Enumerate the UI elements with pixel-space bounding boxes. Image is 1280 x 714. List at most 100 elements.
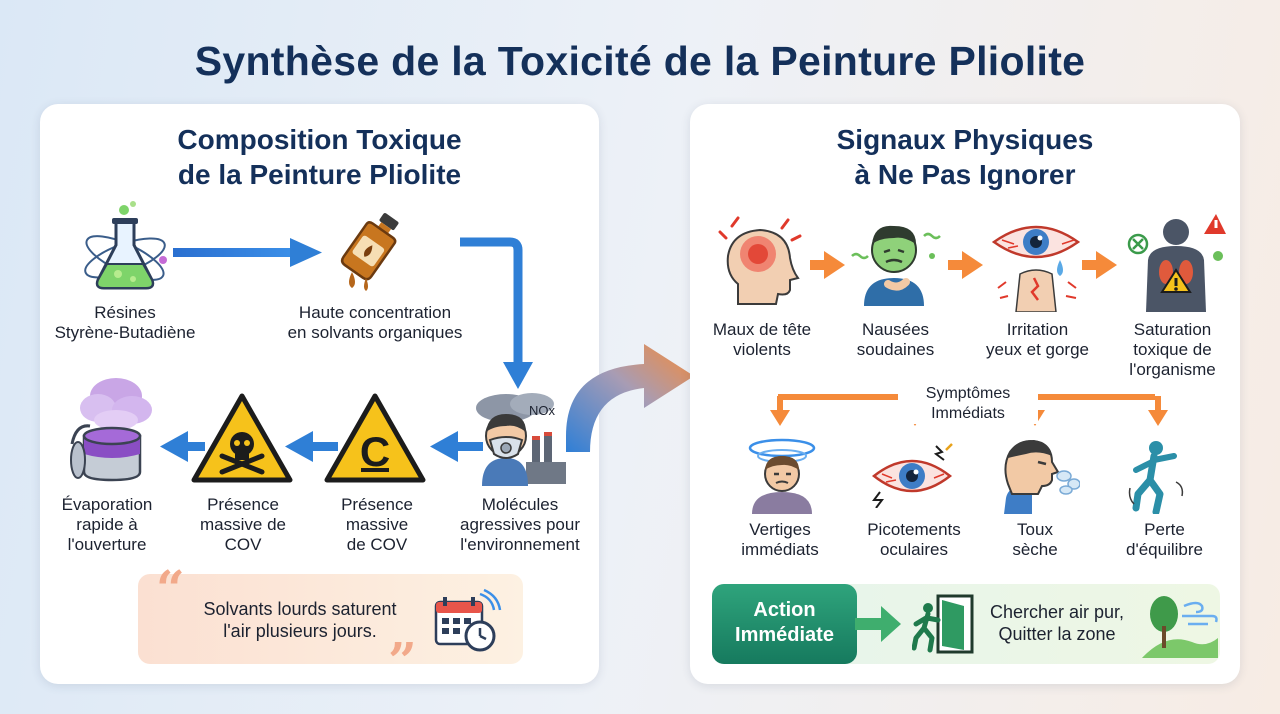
symptom-stinging-eye-line2: oculaires [879, 540, 949, 559]
symptoms-center-label: Symptômes Immédiats [898, 384, 1038, 424]
stinging-eye-icon [871, 443, 953, 508]
signals-title-line2: à Ne Pas Ignorer [854, 159, 1076, 190]
signal-headache-label: Maux de tête violents [702, 320, 822, 360]
step-cov-b-line3: COV [224, 535, 262, 554]
nox-badge: NOx [529, 403, 555, 418]
quote-line2: l'air plusieurs jours. [223, 621, 377, 641]
svg-text:C: C [360, 428, 390, 475]
center-label-line1: Symptômes [925, 385, 1011, 402]
step-cov-a-line2: massive [345, 515, 409, 534]
symptom-cough-label: Toux sèche [990, 520, 1080, 560]
step-molecules-line3: l'environnement [460, 535, 580, 554]
signal-headache-line1: Maux de tête [712, 320, 812, 339]
symptom-cough-line1: Toux [1017, 520, 1053, 539]
action-arrow-icon [855, 606, 901, 642]
action-text-line1: Chercher air pur, [989, 602, 1125, 622]
signal-irritation-line2: yeux et gorge [985, 340, 1089, 359]
step-molecules-label: Molécules agressives pour l'environnemen… [440, 495, 600, 555]
cough-icon [1004, 440, 1080, 514]
center-label-line2: Immédiats [931, 405, 1005, 422]
step-evaporation-line1: Évaporation [61, 495, 153, 514]
action-button-line1: Action [753, 599, 816, 621]
main-title: Synthèse de la Toxicité de la Peinture P… [194, 38, 1086, 84]
arrow-cov-to-cov [285, 431, 338, 462]
signal-nausea-line1: Nausées [861, 320, 930, 339]
fresh-air-icon [1142, 596, 1218, 658]
step-resins-label: Résines Styrène-Butadiène [40, 303, 210, 343]
panels-connector-arrow [566, 344, 694, 452]
step-molecules-line1: Molécules [481, 495, 559, 514]
signal-headache-line2: violents [733, 340, 791, 359]
step-cov-b-label: Présence massive de COV [188, 495, 298, 555]
step-resins-line2: Styrène-Butadiène [54, 323, 196, 342]
signal-saturation-line2: toxique de [1133, 340, 1212, 359]
symptom-balance-line2: d'équilibre [1126, 540, 1203, 559]
open-quote-icon: “ [156, 559, 185, 618]
action-text: Chercher air pur, Quitter la zone [982, 601, 1132, 645]
quote-text: Solvants lourds saturent l'air plusieurs… [180, 598, 420, 642]
signal-irritation-line1: Irritation [1006, 320, 1069, 339]
step-solvents-line1: Haute concentration [298, 303, 452, 322]
signal-saturation-line1: Saturation [1133, 320, 1212, 339]
composition-flow-arrows [160, 237, 533, 462]
composition-title-line1: Composition Toxique [177, 124, 462, 155]
signal-saturation-line3: l'organisme [1129, 360, 1216, 379]
loss-of-balance-icon [1128, 441, 1184, 514]
action-bar: Action Immédiate Chercher air pur, Quitt… [712, 584, 1220, 664]
symptom-stinging-eye-line1: Picotements [867, 520, 961, 539]
corrosive-warning-icon: C [324, 393, 426, 483]
arrow-cov-to-evaporation [160, 431, 205, 462]
emergency-exit-icon [912, 594, 974, 654]
close-quote-icon: ” [388, 631, 417, 690]
irritated-eye-throat-icon [991, 225, 1081, 312]
step-cov-b-line2: massive de [200, 515, 286, 534]
action-button-line2: Immédiate [735, 624, 834, 646]
toxic-skull-warning-icon [191, 393, 293, 483]
symptom-dizziness-line2: immédiats [741, 540, 819, 559]
signals-title-line1: Signaux Physiques [836, 124, 1094, 155]
dizziness-icon [748, 438, 816, 514]
signal-saturation-label: Saturation toxique de l'organisme [1110, 320, 1235, 380]
step-molecules-line2: agressives pour [459, 515, 580, 534]
step-evaporation-label: Évaporation rapide à l'ouverture [52, 495, 162, 555]
symptom-balance-label: Perte d'équilibre [1112, 520, 1217, 560]
quote-line1: Solvants lourds saturent [203, 599, 397, 619]
arrow-molecules-to-cov [430, 431, 483, 462]
solvent-bottle-icon [340, 213, 399, 291]
body-saturation-icon [1127, 214, 1226, 312]
nausea-icon [851, 225, 941, 306]
symptom-dizziness-line1: Vertiges [749, 520, 811, 539]
signal-nausea-line2: soudaines [856, 340, 935, 359]
arrow-nausea-to-irritation [948, 251, 983, 279]
step-evaporation-line3: l'ouverture [67, 535, 147, 554]
step-cov-a-line3: de COV [346, 535, 408, 554]
symptom-cough-line2: sèche [1012, 540, 1058, 559]
step-cov-a-line1: Présence [341, 495, 413, 514]
arrow-solvents-to-molecules [460, 237, 533, 389]
symptom-stinging-eye-label: Picotements oculaires [852, 520, 976, 560]
quote-box: “ ” Solvants lourds saturent l'air plusi… [138, 564, 523, 686]
calendar-clock-icon [434, 588, 502, 652]
composition-title-line2: de la Peinture Pliolite [177, 159, 462, 190]
step-cov-a-label: Présence massive de COV [322, 495, 432, 555]
arrow-resins-to-solvents [173, 238, 322, 267]
evaporating-can-icon [70, 378, 152, 482]
step-solvents-line2: en solvants organiques [287, 323, 463, 342]
action-immediate-button[interactable]: Action Immédiate [712, 584, 857, 664]
action-text-line2: Quitter la zone [998, 624, 1116, 644]
composition-panel: Composition Toxique de la Peinture Pliol… [40, 104, 600, 686]
signals-panel: Signaux Physiques à Ne Pas Ignorer Sym [690, 104, 1240, 684]
step-resins-line1: Résines [94, 303, 156, 322]
step-cov-b-line1: Présence [207, 495, 279, 514]
step-evaporation-line2: rapide à [76, 515, 138, 534]
headache-icon [718, 216, 802, 305]
symptom-dizziness-label: Vertiges immédiats [720, 520, 840, 560]
signal-irritation-label: Irritation yeux et gorge [980, 320, 1095, 360]
arrow-headache-to-nausea [810, 251, 845, 279]
signal-nausea-label: Nausées soudaines [838, 320, 953, 360]
step-solvents-label: Haute concentration en solvants organiqu… [265, 303, 485, 343]
masked-person-factory-icon [476, 393, 566, 486]
arrow-irritation-to-saturation [1082, 251, 1117, 279]
flask-atom-icon [84, 201, 167, 290]
symptom-balance-line1: Perte [1144, 520, 1185, 539]
